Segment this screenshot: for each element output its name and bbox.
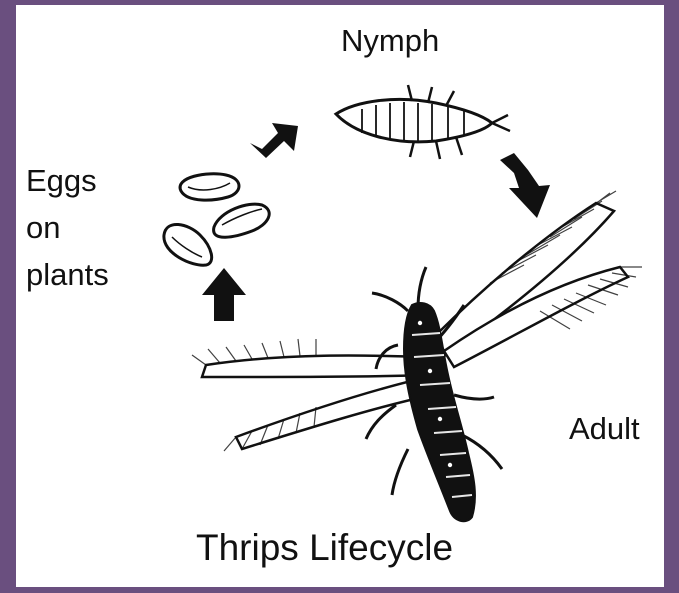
nymph-illustration (336, 85, 510, 159)
eggs-illustration (164, 174, 269, 265)
stage-label-adult: Adult (569, 411, 640, 447)
arrow-nymph-to-adult (500, 153, 550, 218)
lifecycle-diagram: Nymph Eggs on plants Adult Thrips Lifecy… (16, 5, 664, 587)
eggs-label-line-3: plants (26, 251, 109, 298)
stage-label-eggs: Eggs on plants (26, 157, 109, 298)
eggs-label-line-2: on (26, 204, 109, 251)
adult-illustration (192, 191, 642, 521)
diagram-title: Thrips Lifecycle (196, 527, 453, 569)
arrow-egg-return (202, 268, 246, 321)
eggs-label-line-1: Eggs (26, 157, 109, 204)
egg-3 (164, 224, 212, 265)
arrow-eggs-to-nymph (250, 123, 298, 158)
stage-label-nymph: Nymph (341, 23, 439, 59)
diagram-artwork (16, 5, 664, 587)
